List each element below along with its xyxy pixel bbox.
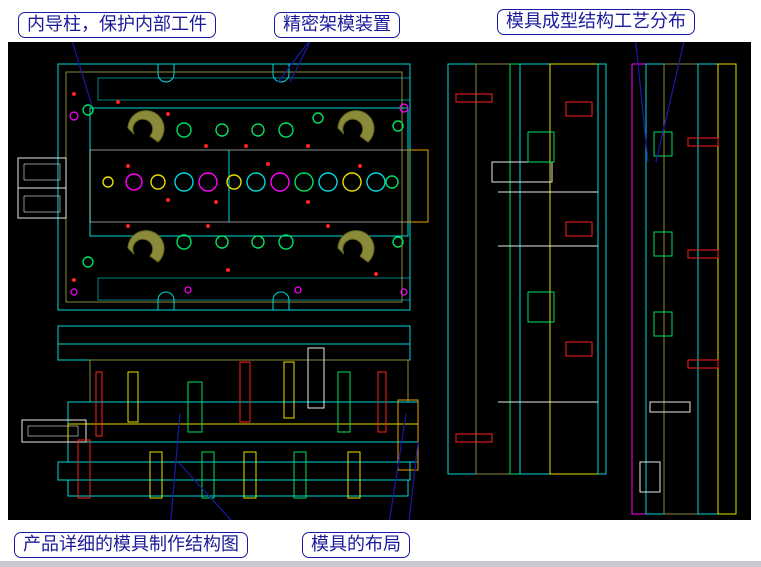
callout-precision-frame: 精密架模装置 [274,12,400,38]
callout-product-structure: 产品详细的模具制作结构图 [14,532,248,558]
callout-mold-layout: 模具的布局 [302,532,410,558]
magenta-pins [69,103,409,296]
punch-holes [82,104,404,268]
die-drawing [17,23,737,531]
leader-lines [69,23,689,531]
plan-view [17,63,429,311]
front-section [21,325,419,497]
cad-drawing-canvas [8,23,751,531]
front-section-punches [77,361,387,499]
small-holes [72,92,378,282]
bottom-rule [0,561,761,567]
stripper-blocks [127,110,375,263]
callout-forming-layout: 模具成型结构工艺分布 [497,9,695,35]
callout-inner-guide-pillar: 内导柱，保护内部工件 [18,12,216,38]
side-section-1 [447,63,607,475]
side-section-2 [631,63,737,515]
